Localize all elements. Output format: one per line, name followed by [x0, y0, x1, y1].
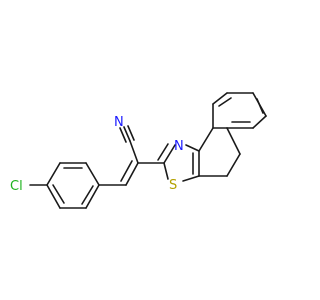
bond [85, 162, 100, 186]
bond [226, 153, 241, 177]
triple-bond [127, 125, 135, 141]
thiazole-ring [137, 143, 200, 182]
bond [85, 184, 100, 209]
bond [252, 115, 267, 129]
bond [46, 162, 61, 186]
chlorine-label: Cl [10, 179, 23, 194]
bond [125, 162, 139, 186]
bond [226, 127, 241, 155]
bond [46, 184, 61, 209]
thiazole-nitrogen-label: N [174, 139, 184, 154]
triple-bond [123, 126, 131, 142]
chlorophenyl-ring [46, 162, 100, 209]
bond [212, 92, 228, 105]
thiazole-sulfur-label: S [169, 178, 177, 193]
double-bond [120, 160, 133, 182]
bond [163, 144, 176, 164]
triple-bond [119, 127, 127, 143]
benzo-ring [212, 92, 267, 129]
bond [129, 140, 139, 164]
double-bond [81, 185, 94, 205]
bond [198, 127, 214, 152]
double-bond [256, 98, 264, 114]
double-bond [157, 143, 169, 161]
nitrile-nitrogen-label: N [114, 115, 124, 130]
structure-diagram: Cl N N S [10, 92, 267, 209]
molecule-canvas: Cl N N S [10, 92, 267, 209]
bond [182, 175, 200, 182]
bond [185, 144, 200, 152]
double-bond [52, 184, 65, 204]
double-bond [218, 97, 232, 107]
bond [163, 162, 169, 180]
